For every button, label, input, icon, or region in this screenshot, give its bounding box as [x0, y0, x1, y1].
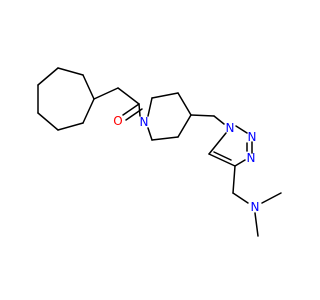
bond — [122, 103, 140, 116]
bond — [208, 132, 227, 155]
bond — [213, 115, 225, 125]
atom-labels: O N N N N N — [113, 114, 259, 214]
bond — [93, 87, 119, 100]
piperidine-ring — [147, 92, 192, 141]
bond — [117, 87, 140, 105]
bond — [57, 67, 84, 76]
bond — [37, 112, 59, 131]
bond — [57, 122, 84, 131]
bond — [190, 114, 215, 117]
bond — [82, 74, 95, 100]
acyl-linker — [93, 87, 143, 121]
bond — [213, 151, 232, 161]
amine-nitrogen-label: N — [251, 200, 260, 214]
dimethylaminomethyl-group — [232, 165, 282, 237]
bond — [232, 165, 236, 194]
bond — [151, 136, 179, 141]
bond — [177, 92, 192, 116]
bond — [177, 114, 192, 138]
bond — [147, 127, 153, 141]
bond — [82, 98, 95, 124]
triazole-ring — [208, 125, 253, 167]
bond — [208, 153, 236, 167]
bond — [37, 67, 59, 86]
bond — [138, 103, 141, 117]
bond — [147, 97, 153, 117]
bond — [151, 92, 179, 99]
piperidine-nitrogen-label: N — [140, 115, 149, 129]
cycloheptane-ring — [37, 67, 95, 131]
bond — [232, 192, 249, 204]
bond — [235, 125, 248, 134]
oxygen-atom-label: O — [113, 114, 122, 128]
methylene-bridge — [190, 114, 225, 125]
bond — [254, 212, 259, 237]
triazole-nitrogen-2-label: N — [248, 130, 257, 144]
bond — [234, 159, 246, 167]
triazole-nitrogen-3-label: N — [247, 151, 256, 165]
triazole-nitrogen-1-label: N — [226, 121, 235, 135]
bond — [261, 192, 282, 204]
molecule-structure: O N N N N N — [37, 67, 282, 237]
